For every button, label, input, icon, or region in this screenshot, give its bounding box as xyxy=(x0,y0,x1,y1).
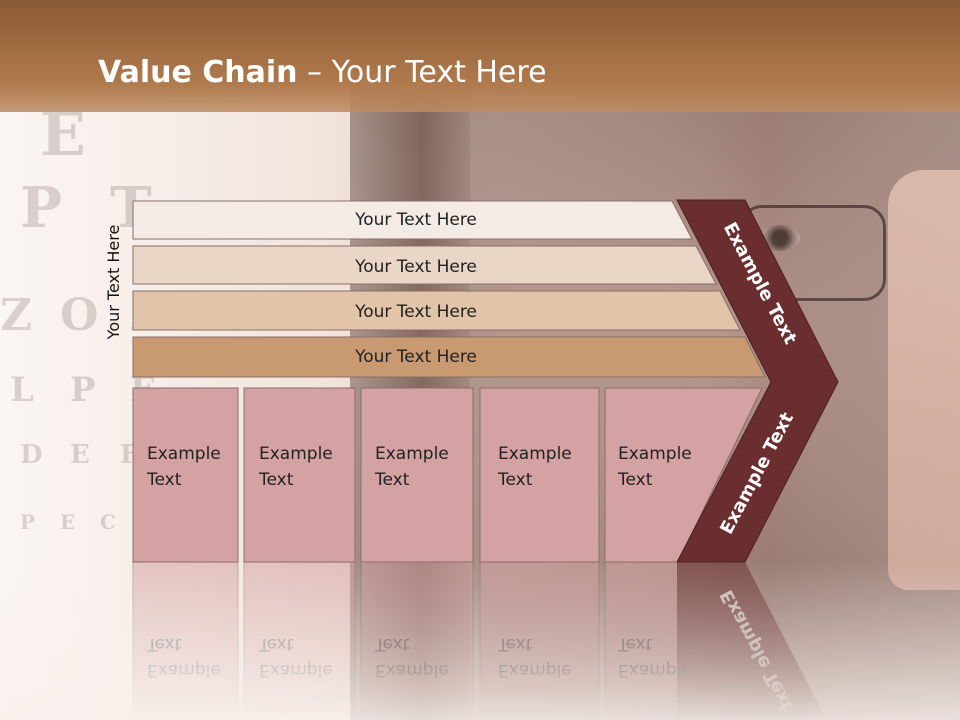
example-box[interactable] xyxy=(132,387,239,563)
box-text-line2: Text xyxy=(374,470,410,490)
bar-label: Your Text Here xyxy=(354,210,477,230)
box-text-line2: Text xyxy=(258,470,294,490)
bar-label: Your Text Here xyxy=(354,302,477,322)
box-text-line1: Example xyxy=(618,444,692,464)
slide-title: Value Chain – Your Text Here xyxy=(98,55,547,90)
box-text-line1: Example xyxy=(259,444,333,464)
bar-label: Your Text Here xyxy=(354,257,477,277)
box-text-line1: Example xyxy=(498,444,572,464)
reflection-box-text-line1: Example xyxy=(259,660,333,680)
reflection-box-text-line2: Text xyxy=(146,634,182,654)
reflection-box-text-line1: Example xyxy=(498,660,572,680)
reflection-box-text-line1: Example xyxy=(618,660,692,680)
reflection-box-text-line2: Text xyxy=(374,634,410,654)
bar-shape[interactable] xyxy=(132,245,717,285)
box-text-line2: Text xyxy=(617,470,653,490)
reflection-box-text-line1: Example xyxy=(375,660,449,680)
bar-shape[interactable] xyxy=(132,336,766,378)
box-text-line1: Example xyxy=(147,444,221,464)
example-box[interactable] xyxy=(243,387,356,563)
box-text-line2: Text xyxy=(146,470,182,490)
reflection-box-text-line1: Example xyxy=(147,660,221,680)
reflection: Example Text Example Text Example Text E… xyxy=(132,561,827,720)
hand-photo xyxy=(888,170,960,590)
box-text-line1: Example xyxy=(375,444,449,464)
bar-shape[interactable] xyxy=(132,200,693,240)
title-bold: Value Chain xyxy=(98,55,298,90)
box-text-line2: Text xyxy=(497,470,533,490)
bar-shape[interactable] xyxy=(132,290,741,331)
example-box[interactable] xyxy=(479,387,600,563)
reflection-box-text-line2: Text xyxy=(258,634,294,654)
bar-label: Your Text Here xyxy=(354,347,477,367)
title-rest: – Your Text Here xyxy=(297,55,547,90)
reflection-box-text-line2: Text xyxy=(497,634,533,654)
title-bar xyxy=(0,0,960,112)
reflection-box-text-line2: Text xyxy=(617,634,653,654)
